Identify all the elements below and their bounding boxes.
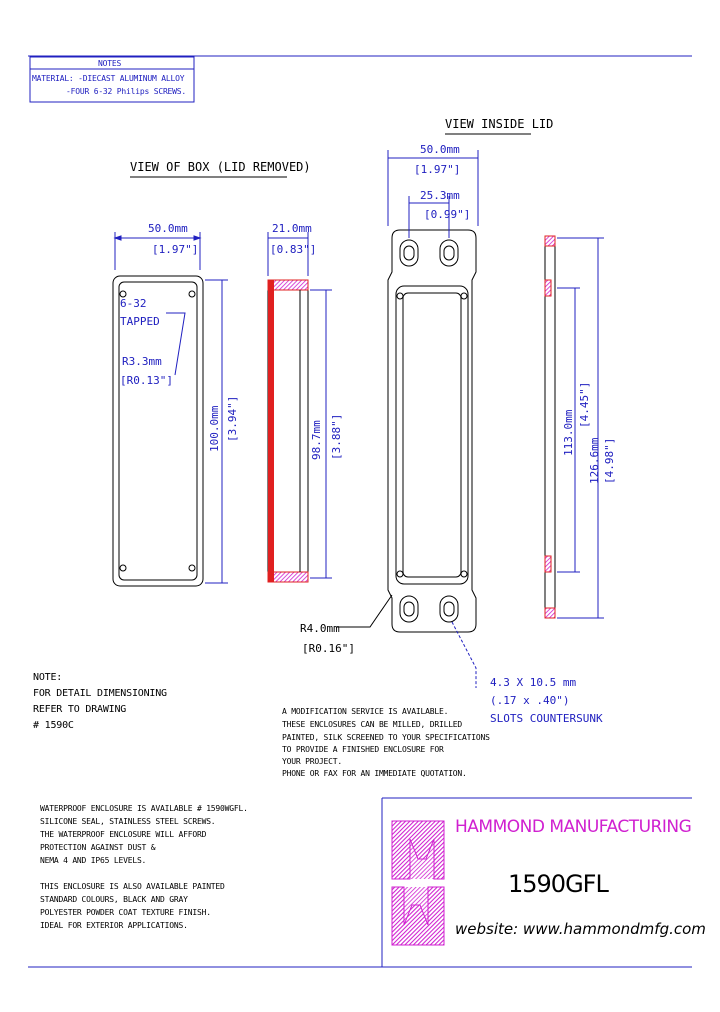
lid-inside-view bbox=[387, 229, 477, 633]
waterproof-1: WATERPROOF ENCLOSURE IS AVAILABLE # 1590… bbox=[40, 804, 248, 813]
box-width-dimension bbox=[113, 232, 202, 270]
inner-length-inch-label: [3.88"] bbox=[330, 413, 343, 460]
lid-length-inch-label: [4.98"] bbox=[603, 437, 616, 484]
radius-inch-label: [R0.13"] bbox=[120, 374, 173, 387]
waterproof-3: THE WATERPROOF ENCLOSURE WILL AFFORD bbox=[40, 830, 207, 839]
waterproof-9: IDEAL FOR EXTERIOR APPLICATIONS. bbox=[40, 921, 188, 930]
waterproof-6: THIS ENCLOSURE IS ALSO AVAILABLE PAINTED bbox=[40, 882, 225, 891]
slot-spacing-label: 25.3mm bbox=[420, 189, 460, 202]
waterproof-5: NEMA 4 AND IP65 LEVELS. bbox=[40, 856, 147, 865]
mod-service-2: THESE ENCLOSURES CAN BE MILLED, DRILLED bbox=[282, 720, 463, 729]
box-length-label: 100.0mm bbox=[208, 405, 221, 452]
box-length-dimension bbox=[205, 279, 228, 584]
box-side-section bbox=[267, 279, 309, 583]
lid-view-title: VIEW INSIDE LID bbox=[445, 117, 554, 131]
side-depth-label: 21.0mm bbox=[272, 222, 312, 235]
lid-inner-label: 113.0mm bbox=[562, 409, 575, 456]
part-number: 1590GFL bbox=[508, 870, 609, 898]
radius-label: R3.3mm bbox=[122, 355, 162, 368]
notes-box bbox=[29, 56, 195, 103]
mod-service-6: PHONE OR FAX FOR AN IMMEDIATE QUOTATION. bbox=[282, 769, 467, 778]
lid-side-view bbox=[544, 235, 556, 619]
corner-radius-inch-label: [R0.16"] bbox=[302, 642, 355, 655]
slot-leader bbox=[451, 621, 477, 688]
lid-leaders bbox=[337, 594, 393, 628]
notes-material: MATERIAL: -DIECAST ALUMINUM ALLOY bbox=[32, 74, 185, 83]
mod-service-4: TO PROVIDE A FINISHED ENCLOSURE FOR bbox=[282, 745, 444, 754]
detail-note-3: REFER TO DRAWING bbox=[33, 704, 127, 715]
website-link[interactable]: website: www.hammondmfg.com bbox=[455, 920, 706, 938]
side-depth-inch-label: [0.83"] bbox=[270, 243, 317, 256]
box-top-view bbox=[112, 275, 204, 587]
lid-inner-inch-label: [4.45"] bbox=[578, 381, 591, 428]
detail-note-2: FOR DETAIL DIMENSIONING bbox=[33, 688, 167, 699]
inner-length-label: 98.7mm bbox=[310, 420, 323, 460]
tapped-label-2: TAPPED bbox=[120, 315, 160, 328]
slots-inch-label: (.17 x .40") bbox=[490, 694, 570, 707]
waterproof-7: STANDARD COLOURS, BLACK AND GRAY bbox=[40, 895, 188, 904]
detail-note-4: # 1590C bbox=[33, 720, 74, 731]
side-depth-dimension bbox=[267, 232, 309, 276]
lid-width-dimension bbox=[387, 150, 479, 238]
title-block-frame bbox=[381, 797, 692, 967]
waterproof-4: PROTECTION AGAINST DUST & bbox=[40, 843, 156, 852]
waterproof-8: POLYESTER POWDER COAT TEXTURE FINISH. bbox=[40, 908, 211, 917]
box-leaders bbox=[166, 312, 186, 376]
slots-note-label: SLOTS COUNTERSUNK bbox=[490, 712, 603, 725]
notes-screws: -FOUR 6-32 Philips SCREWS. bbox=[66, 87, 187, 96]
box-width-inch-label: [1.97"] bbox=[152, 243, 199, 256]
detail-note-1: NOTE: bbox=[33, 672, 63, 683]
lid-width-label: 50.0mm bbox=[420, 143, 460, 156]
mod-service-5: YOUR PROJECT. bbox=[282, 757, 343, 766]
mod-service-1: A MODIFICATION SERVICE IS AVAILABLE. bbox=[282, 707, 449, 716]
slots-label: 4.3 X 10.5 mm bbox=[490, 676, 577, 689]
waterproof-2: SILICONE SEAL, STAINLESS STEEL SCREWS. bbox=[40, 817, 216, 826]
tapped-label: 6-32 bbox=[120, 297, 147, 310]
mod-service-3: PAINTED, SILK SCREENED TO YOUR SPECIFICA… bbox=[282, 733, 490, 742]
lid-width-inch-label: [1.97"] bbox=[414, 163, 461, 176]
inner-length-dimension bbox=[310, 289, 332, 579]
slot-spacing-inch-label: [0.99"] bbox=[424, 208, 471, 221]
lid-length-label: 126.6mm bbox=[588, 437, 601, 484]
box-view-title: VIEW OF BOX (LID REMOVED) bbox=[130, 160, 311, 174]
lid-length-dimensions bbox=[557, 237, 604, 619]
notes-header: NOTES bbox=[98, 59, 122, 68]
box-length-inch-label: [3.94"] bbox=[226, 395, 239, 442]
hammond-logo bbox=[391, 820, 445, 946]
company-name: HAMMOND MANUFACTURING bbox=[455, 817, 692, 837]
box-width-label: 50.0mm bbox=[148, 222, 188, 235]
corner-radius-label: R4.0mm bbox=[300, 622, 340, 635]
